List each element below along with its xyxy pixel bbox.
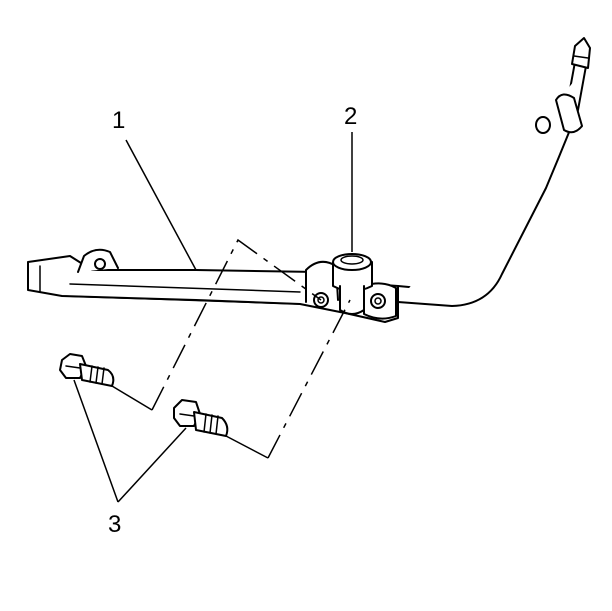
callout-2: 2 — [344, 103, 357, 130]
leader-1 — [125, 139, 197, 271]
bolt-lower — [173, 399, 229, 437]
fuel-rail — [27, 248, 399, 323]
pressure-fitting — [332, 253, 373, 315]
leader-3a — [73, 379, 119, 503]
callout-3: 3 — [108, 511, 121, 538]
install-paths — [111, 238, 351, 459]
callout-leaders — [73, 132, 353, 503]
fuel-pipe — [397, 37, 591, 307]
leader-3b — [117, 427, 187, 503]
bolt-upper — [59, 353, 115, 387]
callout-1: 1 — [112, 107, 125, 134]
